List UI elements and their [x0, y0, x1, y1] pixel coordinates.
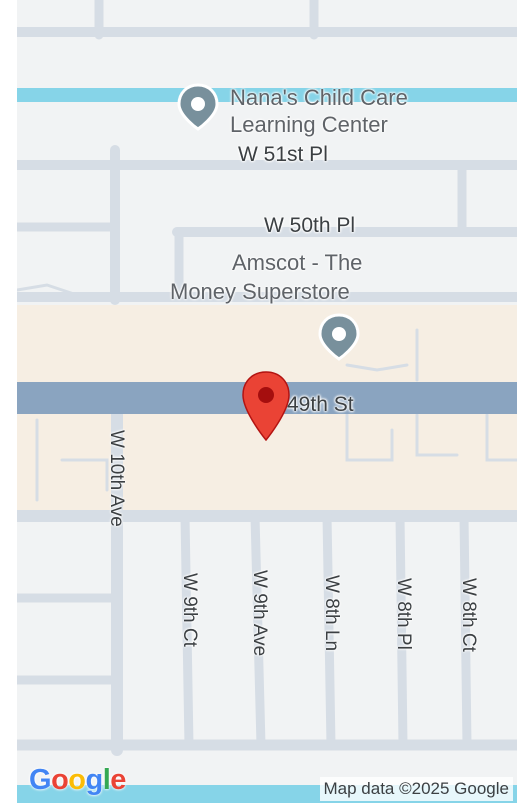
store-label-line2[interactable]: Money Superstore — [170, 279, 350, 304]
logo-letter: e — [110, 764, 126, 796]
street-label-w51st: W 51st Pl — [238, 143, 328, 166]
street-label-w8th-ln: W 8th Ln — [321, 575, 342, 652]
logo-letter: o — [68, 764, 86, 796]
childcare-poi-icon[interactable] — [176, 82, 220, 132]
street-label-49th: 49th St — [287, 393, 354, 416]
logo-letter: l — [102, 764, 111, 796]
childcare-label-line2[interactable]: Learning Center — [230, 112, 388, 137]
street-label-w9th-ave: W 9th Ave — [249, 570, 270, 657]
logo-letter: o — [51, 764, 69, 796]
store-poi-icon[interactable] — [317, 312, 361, 362]
location-pin-icon[interactable] — [240, 370, 292, 442]
street-label-w10th-ave: W 10th Ave — [106, 430, 127, 527]
map-attribution[interactable]: Map data ©2025 Google — [319, 777, 513, 801]
canal-top — [17, 88, 517, 102]
map-base-layer — [17, 0, 517, 803]
street-label-w8th-pl: W 8th Pl — [393, 578, 414, 650]
map-view[interactable]: Nana's Child Care Learning Center Amscot… — [17, 0, 517, 803]
street-label-w8th-ct: W 8th Ct — [458, 578, 479, 652]
street-label-w9th-ct: W 9th Ct — [179, 573, 200, 647]
google-logo[interactable]: Google — [29, 764, 126, 797]
childcare-label[interactable]: Nana's Child Care — [230, 85, 408, 110]
street-label-w50th: W 50th Pl — [264, 214, 356, 237]
store-label[interactable]: Amscot - The — [232, 250, 363, 275]
logo-letter: g — [85, 764, 104, 796]
logo-letter: G — [29, 764, 52, 796]
